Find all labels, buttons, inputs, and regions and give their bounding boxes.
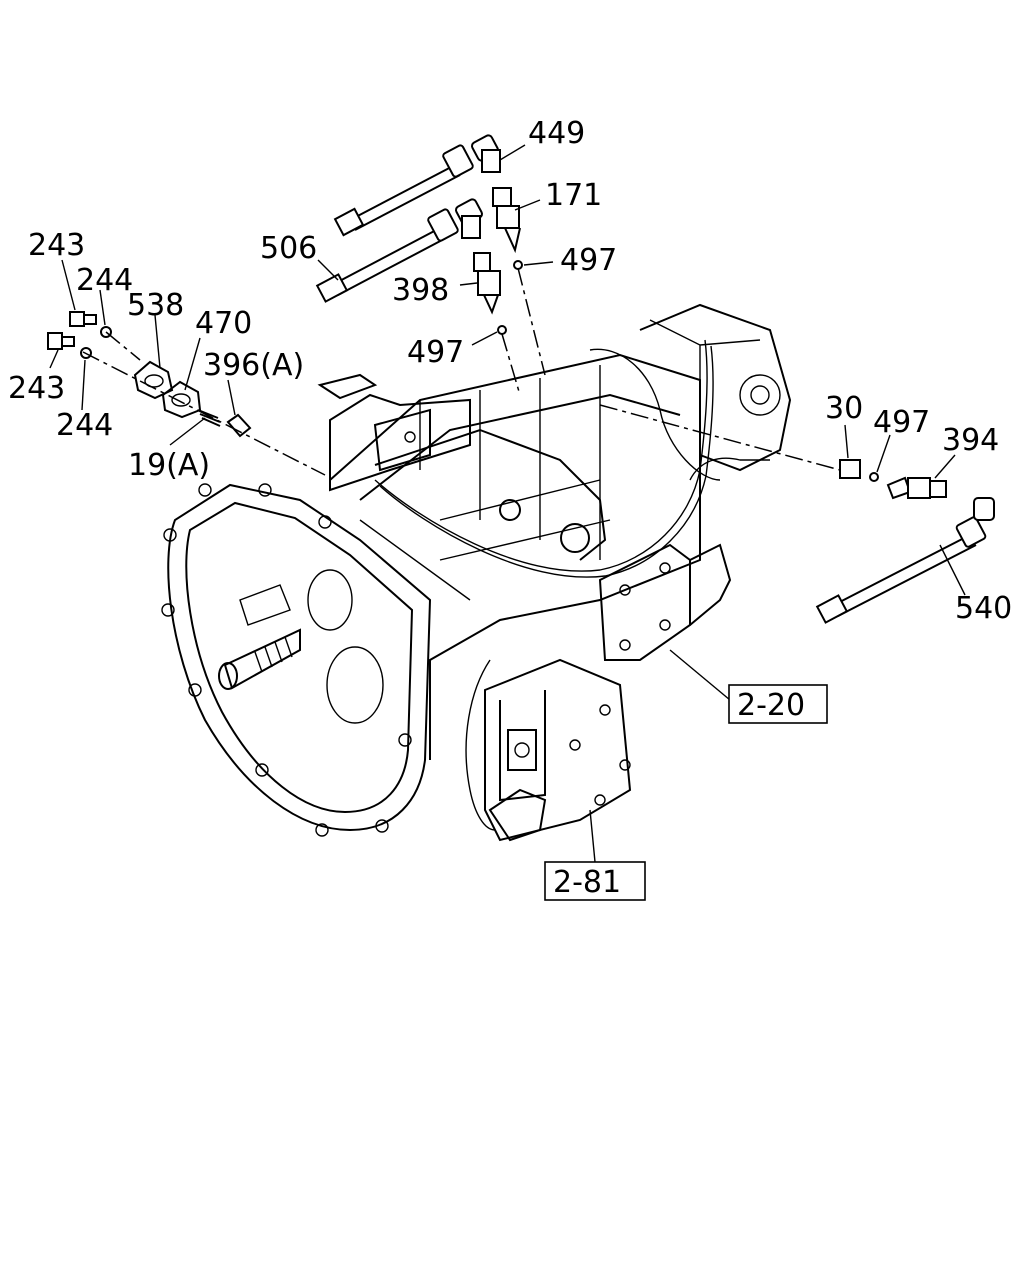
part-506-cable (315, 198, 483, 303)
part-497-washer-right (869, 472, 879, 482)
part-labels: 449 171 506 497 398 243 244 538 470 396(… (8, 116, 1012, 626)
part-244-washer-upper (100, 326, 112, 338)
ref-label-2-81: 2-81 (553, 865, 621, 900)
label-396a: 396(A) (203, 348, 304, 383)
label-398: 398 (392, 273, 449, 308)
part-497-washer-mid (497, 325, 507, 335)
leader-lines (49, 144, 966, 863)
part-243-bolt-upper (69, 311, 97, 327)
part-244-washer-lower (80, 347, 92, 359)
label-394: 394 (942, 423, 999, 458)
label-470: 470 (195, 306, 252, 341)
label-449: 449 (528, 116, 585, 151)
part-396-plunger (226, 413, 252, 438)
reference-box-2-20: 2-20 (728, 684, 828, 724)
label-171: 171 (545, 178, 602, 213)
label-19a: 19(A) (128, 448, 210, 483)
transmission-assembly (161, 303, 792, 842)
part-470-gasket (161, 380, 202, 419)
label-30: 30 (825, 391, 863, 426)
label-497-mid: 497 (407, 335, 464, 370)
part-540-cable (815, 497, 995, 624)
part-171-switch (492, 187, 521, 254)
part-394-switch (886, 476, 947, 500)
label-497-right: 497 (873, 405, 930, 440)
part-398-switch (473, 252, 501, 315)
label-244-upper: 244 (76, 263, 133, 298)
part-497-washer-top (513, 260, 523, 270)
ref-label-2-20: 2-20 (737, 688, 805, 723)
label-540: 540 (955, 591, 1012, 626)
label-506: 506 (260, 231, 317, 266)
label-497-top: 497 (560, 243, 617, 278)
part-449-speedometer-cable (333, 134, 501, 237)
label-538: 538 (127, 288, 184, 323)
label-244-lower: 244 (56, 408, 113, 443)
reference-box-2-81: 2-81 (544, 861, 646, 901)
part-30-bushing (839, 459, 861, 479)
part-243-bolt-lower (47, 332, 75, 350)
label-243-lower: 243 (8, 371, 65, 406)
part-538-plate (133, 360, 174, 400)
label-243-upper: 243 (28, 228, 85, 263)
assembly-axis-lines (82, 267, 841, 476)
bell-housing-bolts (161, 483, 412, 837)
